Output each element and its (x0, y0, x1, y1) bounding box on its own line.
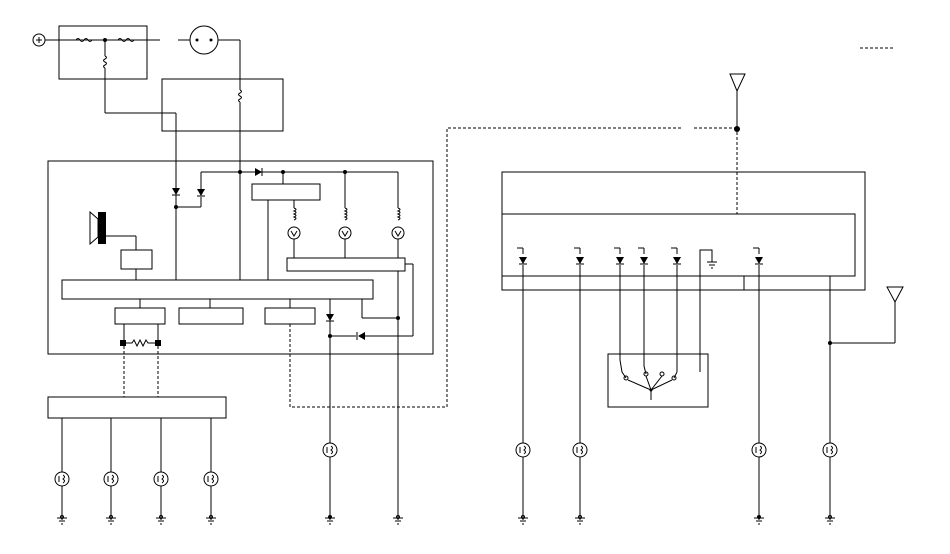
terminal-diodes (517, 248, 764, 265)
sub-block-1 (115, 308, 165, 324)
nav-unit-outer (502, 172, 865, 290)
sub-block-3 (265, 308, 315, 324)
relay-box (162, 79, 283, 131)
bulb-icon (338, 226, 352, 240)
coil-icon (397, 207, 401, 221)
fuse-box (59, 26, 147, 79)
sub-block-2 (179, 308, 243, 324)
internal-ground (700, 250, 718, 276)
bottom-connector-icons (54, 442, 838, 487)
illumination-block (287, 258, 405, 271)
main-bus-block (62, 280, 373, 299)
selector-switch (620, 360, 677, 400)
speaker-icon (90, 212, 136, 250)
antenna-icon (730, 74, 745, 128)
amp-block (121, 250, 152, 269)
switch-box (608, 354, 708, 407)
junction-bar (48, 397, 226, 418)
battery-symbol (33, 34, 45, 46)
coil-icon (344, 207, 348, 221)
fuse-icon (103, 55, 107, 69)
antenna-icon (887, 287, 903, 302)
diode-icon (196, 188, 206, 197)
ground-icons (56, 517, 836, 525)
diode-icon (255, 168, 262, 176)
bulb-icon (391, 226, 405, 240)
resistor-icon (126, 340, 155, 346)
diode-icon (171, 187, 181, 196)
diode-icon (357, 332, 365, 340)
nav-unit-inner (502, 214, 855, 276)
coil-icon (293, 207, 297, 221)
audio-unit-box (48, 161, 433, 354)
fuse-icon (238, 89, 242, 103)
control-block (252, 184, 320, 200)
lamp-icon (190, 26, 218, 54)
diode-icon (325, 313, 335, 322)
bulb-icon (287, 226, 301, 240)
